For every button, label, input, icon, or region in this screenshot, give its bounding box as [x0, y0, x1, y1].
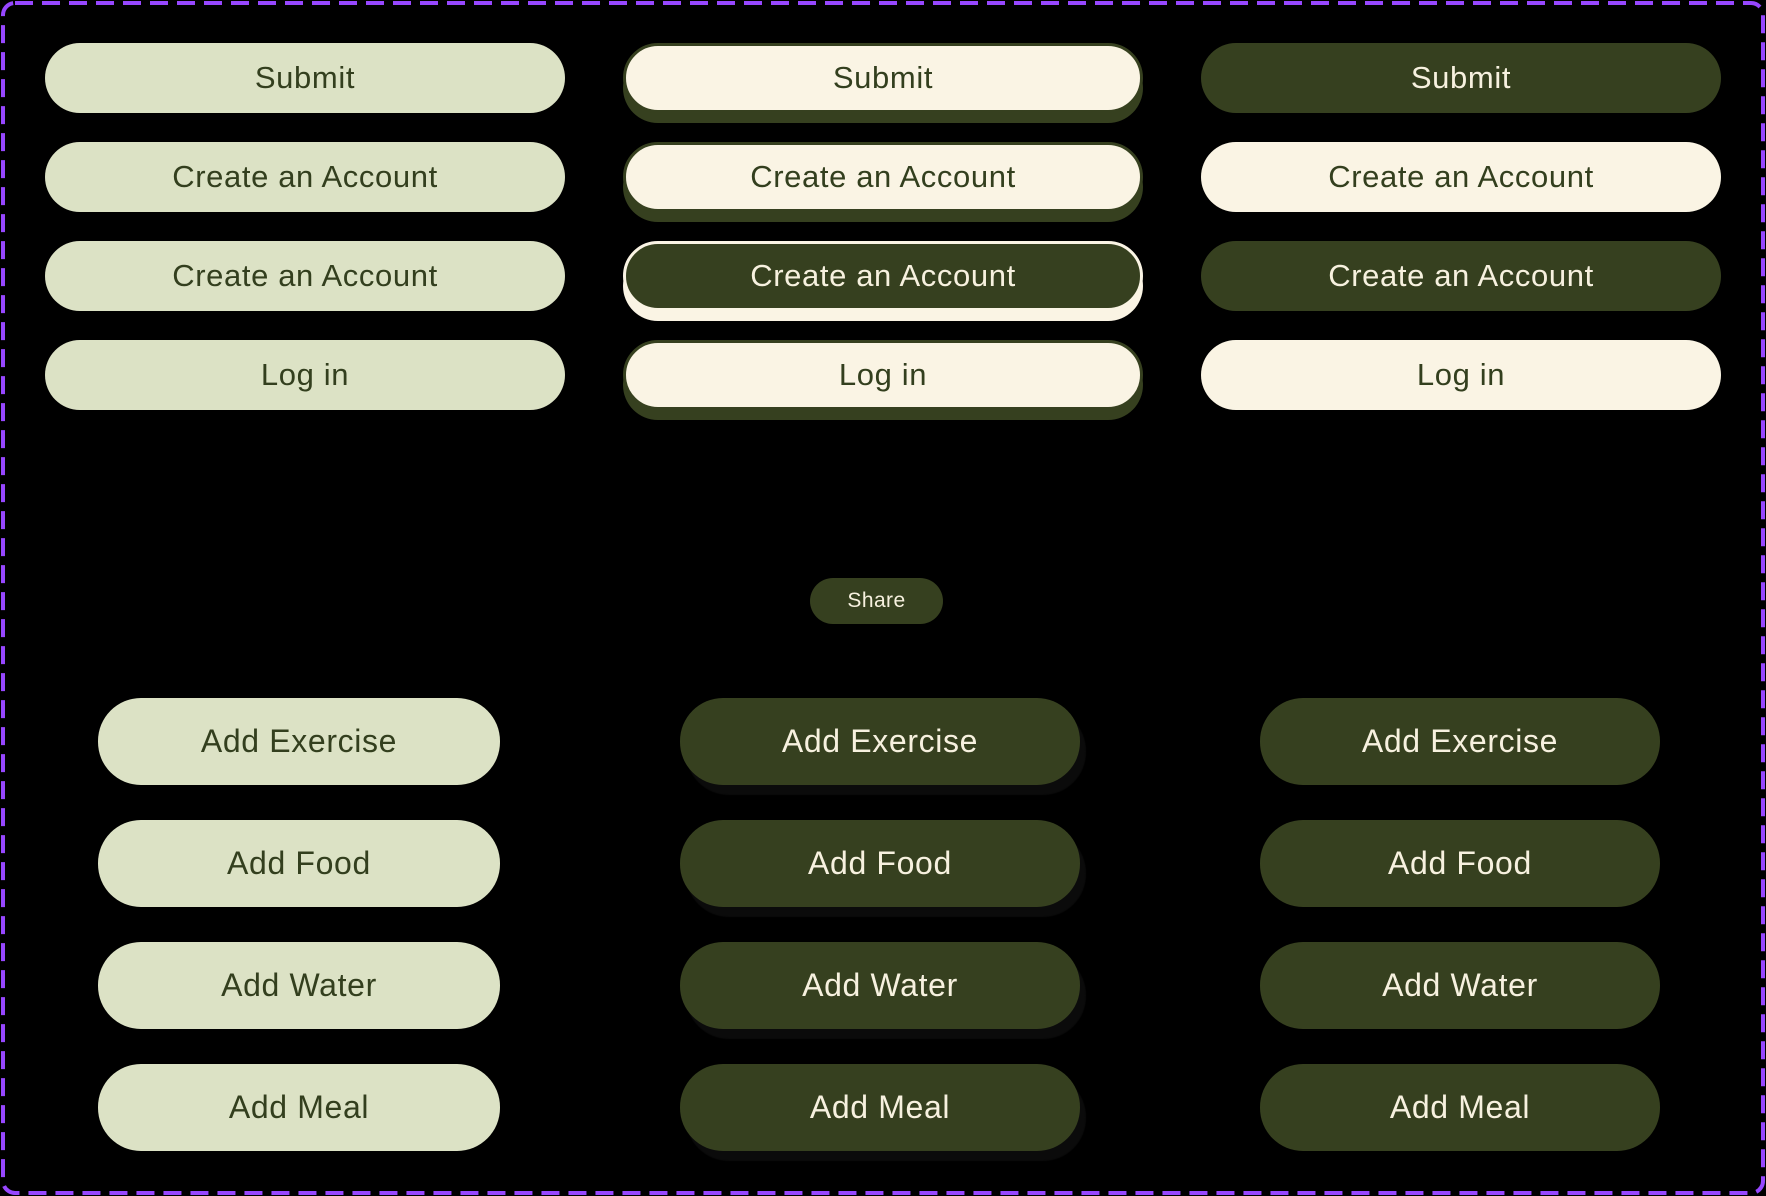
add-food-button-dark[interactable]: Add Food	[1260, 820, 1660, 907]
add-food-button-sage[interactable]: Add Food	[98, 820, 500, 907]
create-account-button-outlined-raised[interactable]: Create an Account	[623, 142, 1143, 212]
add-meal-button-sage[interactable]: Add Meal	[98, 1064, 500, 1151]
add-exercise-button-dark[interactable]: Add Exercise	[1260, 698, 1660, 785]
add-food-button-dark-raised[interactable]: Add Food	[680, 820, 1080, 907]
add-exercise-button-dark-raised[interactable]: Add Exercise	[680, 698, 1080, 785]
login-button-cream[interactable]: Log in	[1201, 340, 1721, 410]
submit-button-outlined-raised[interactable]: Submit	[623, 43, 1143, 113]
bottom-button-grid: Add Exercise Add Exercise Add Exercise A…	[98, 698, 1660, 1151]
submit-button-dark[interactable]: Submit	[1201, 43, 1721, 113]
add-water-button-dark-raised[interactable]: Add Water	[680, 942, 1080, 1029]
create-account-button-dark[interactable]: Create an Account	[1201, 241, 1721, 311]
add-meal-button-dark-raised[interactable]: Add Meal	[680, 1064, 1080, 1151]
top-button-grid: Submit Submit Submit Create an Account C…	[45, 43, 1721, 410]
login-button-outlined-raised[interactable]: Log in	[623, 340, 1143, 410]
add-meal-button-dark[interactable]: Add Meal	[1260, 1064, 1660, 1151]
create-account-button-sage[interactable]: Create an Account	[45, 142, 565, 212]
create-account-button-sage-2[interactable]: Create an Account	[45, 241, 565, 311]
submit-button-sage[interactable]: Submit	[45, 43, 565, 113]
login-button-sage[interactable]: Log in	[45, 340, 565, 410]
share-button[interactable]: Share	[810, 578, 943, 624]
add-water-button-dark[interactable]: Add Water	[1260, 942, 1660, 1029]
add-water-button-sage[interactable]: Add Water	[98, 942, 500, 1029]
create-account-button-dark-raised[interactable]: Create an Account	[623, 241, 1143, 311]
create-account-button-cream[interactable]: Create an Account	[1201, 142, 1721, 212]
add-exercise-button-sage[interactable]: Add Exercise	[98, 698, 500, 785]
